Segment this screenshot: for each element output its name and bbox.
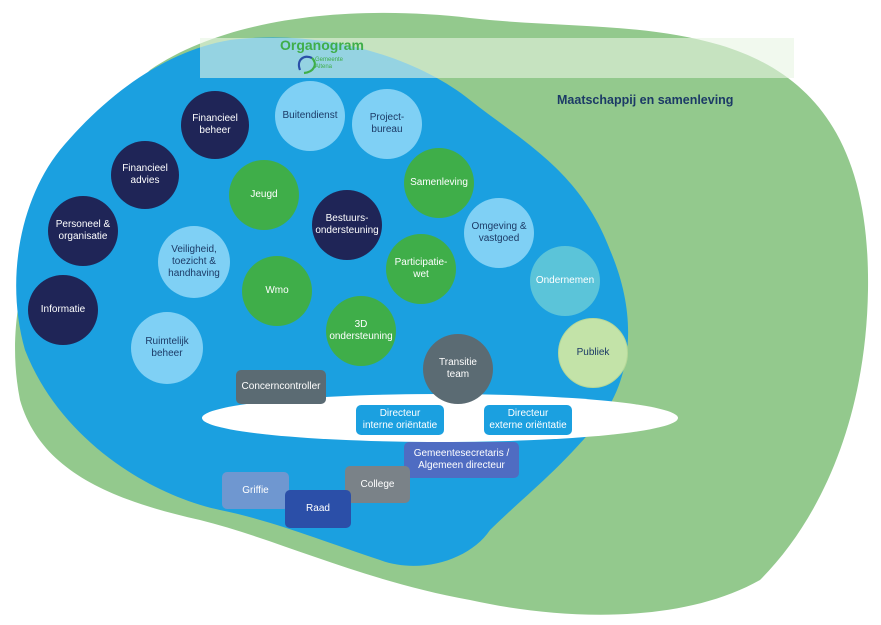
- logo-text: Gemeente Altena: [315, 57, 344, 70]
- node-publiek[interactable]: Publiek: [558, 318, 628, 388]
- node-veiligheid[interactable]: Veiligheid, toezicht & handhaving: [158, 226, 230, 298]
- box-concerncontroller[interactable]: Concerncontroller: [236, 370, 326, 404]
- node-participatiewet[interactable]: Participatie- wet: [386, 234, 456, 304]
- diagram-title: Organogram: [279, 37, 364, 53]
- node-personeel-organisatie[interactable]: Personeel & organisatie: [48, 196, 118, 266]
- node-jeugd[interactable]: Jeugd: [229, 160, 299, 230]
- header-band: [200, 38, 794, 78]
- box-directeur-extern[interactable]: Directeur externe oriëntatie: [484, 405, 572, 435]
- box-college[interactable]: College: [345, 466, 410, 503]
- node-samenleving[interactable]: Samenleving: [404, 148, 474, 218]
- outer-shape-label: Maatschappij en samenleving: [557, 93, 734, 107]
- node-3d-ondersteuning[interactable]: 3D ondersteuning: [326, 296, 396, 366]
- node-ondernemen[interactable]: Ondernemen: [530, 246, 600, 316]
- node-omgeving-vastgoed[interactable]: Omgeving & vastgoed: [464, 198, 534, 268]
- node-financieel-beheer[interactable]: Financieel beheer: [181, 91, 249, 159]
- node-bestuursondersteuning[interactable]: Bestuurs- ondersteuning: [312, 190, 382, 260]
- node-projectbureau[interactable]: Project- bureau: [352, 89, 422, 159]
- node-financieel-advies[interactable]: Financieel advies: [111, 141, 179, 209]
- node-informatie[interactable]: Informatie: [28, 275, 98, 345]
- box-gemeentesecretaris[interactable]: Gemeentesecretaris / Algemeen directeur: [404, 442, 519, 478]
- logo: [297, 55, 316, 75]
- box-directeur-intern[interactable]: Directeur interne oriëntatie: [356, 405, 444, 435]
- node-transitieteam[interactable]: Transitie team: [423, 334, 493, 404]
- box-griffie[interactable]: Griffie: [222, 472, 289, 509]
- box-raad[interactable]: Raad: [285, 490, 351, 528]
- node-buitendienst[interactable]: Buitendienst: [275, 81, 345, 151]
- node-ruimtelijk-beheer[interactable]: Ruimtelijk beheer: [131, 312, 203, 384]
- node-wmo[interactable]: Wmo: [242, 256, 312, 326]
